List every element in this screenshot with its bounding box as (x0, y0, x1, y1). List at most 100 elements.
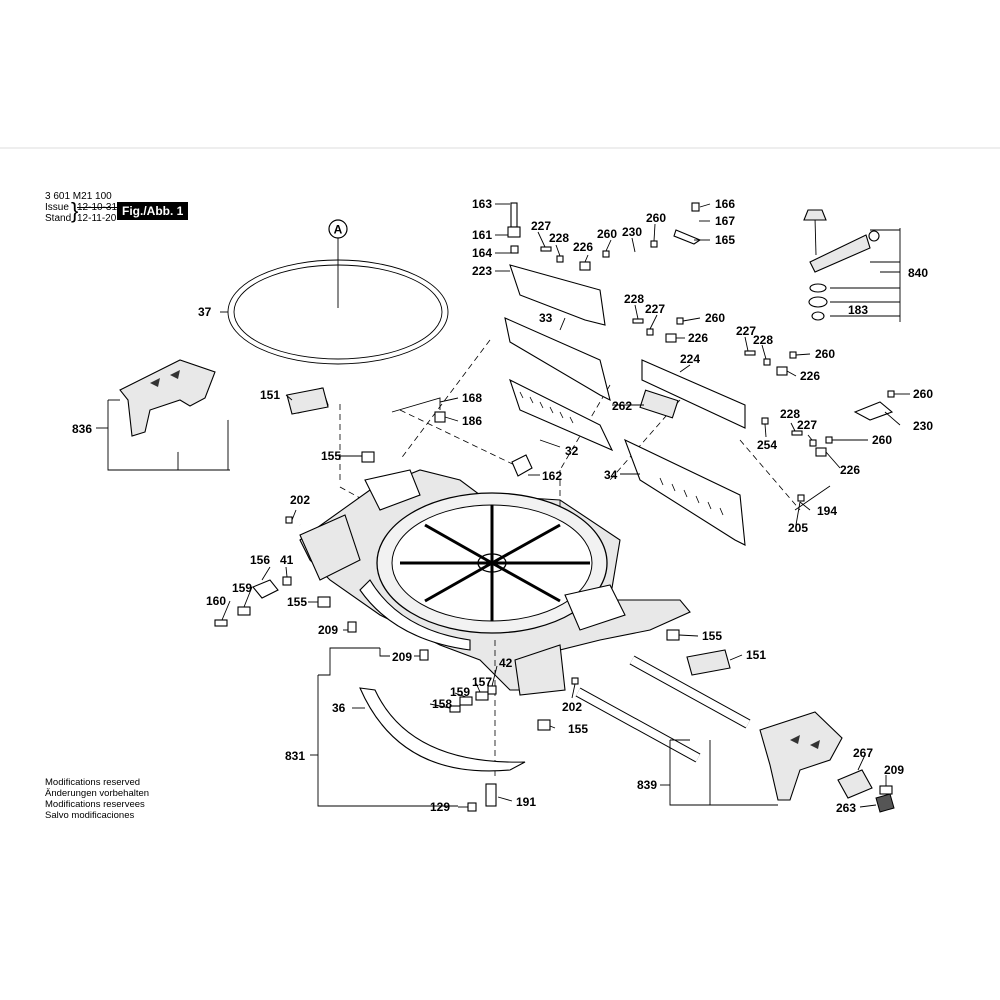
part-callout: 163 (472, 197, 492, 211)
clamp-pad (868, 230, 880, 242)
part-callout: 840 (908, 266, 928, 280)
document-number: 3 601 M21 100 (45, 191, 112, 202)
part-callout: 230 (622, 225, 642, 239)
part-callout: 191 (516, 795, 536, 809)
part-callout: 224 (680, 352, 700, 366)
part-callout: 205 (788, 521, 808, 535)
plate-151-left (286, 387, 329, 415)
part-callout: 161 (472, 228, 492, 242)
rod-right-upper-fill (630, 656, 750, 728)
part-callout: 227 (736, 324, 756, 338)
part-callout: 36 (332, 701, 346, 715)
right-base-block (564, 584, 626, 631)
part-callout: 223 (472, 264, 492, 278)
dash-line (739, 439, 801, 511)
part-callout: 228 (780, 407, 800, 421)
part-callout: 260 (872, 433, 892, 447)
part-callout: 260 (705, 311, 725, 325)
bracket-glyph: } (71, 198, 79, 223)
plate-262 (639, 389, 679, 419)
part-callout: 32 (565, 444, 579, 458)
part-callout: 228 (549, 231, 569, 245)
dash-line (399, 409, 526, 471)
arrow-mark (170, 370, 180, 379)
left-base-block (364, 469, 421, 511)
fence-32 (509, 378, 614, 452)
part-callout: 155 (321, 449, 341, 463)
arrow-mark (810, 740, 820, 749)
rod-840 (814, 217, 817, 256)
part-callout: 209 (392, 650, 412, 664)
part-callout: 227 (797, 418, 817, 432)
arrow-mark (790, 735, 800, 744)
part-callout: 226 (800, 369, 820, 383)
rod-right-lower-fill (576, 688, 700, 762)
part-callout: 260 (597, 227, 617, 241)
part-callout: 42 (499, 656, 513, 670)
allen-key-168 (391, 397, 441, 413)
part-callout: 228 (624, 292, 644, 306)
rod-lower-fill (175, 448, 303, 529)
knob-263 (875, 793, 895, 813)
part-callout: 194 (817, 504, 837, 518)
part-callout: 151 (260, 388, 280, 402)
dash-line (399, 339, 491, 461)
dash-line (559, 384, 611, 471)
part-callout: 254 (757, 438, 777, 452)
guard-36 (359, 687, 526, 772)
stand-label: Stand (45, 213, 72, 224)
fence-32-scale (519, 391, 574, 424)
front-lock (514, 644, 566, 696)
part-callout: 34 (604, 468, 618, 482)
part-callout: 158 (432, 697, 452, 711)
part-callout: 160 (206, 594, 226, 608)
part-callout: 263 (836, 801, 856, 815)
part-callout: 168 (462, 391, 482, 405)
miter-scale (359, 579, 471, 651)
part-callout: 183 (848, 303, 868, 317)
part-callout: 166 (715, 197, 735, 211)
part-callout: 155 (568, 722, 588, 736)
bolt-194 (794, 485, 831, 511)
washer (811, 311, 825, 321)
modifications-notes: Modifications reserved Änderungen vorbeh… (45, 777, 149, 821)
part-callout: 155 (702, 629, 722, 643)
fence-223 (509, 264, 606, 326)
clamp-arm-840 (809, 234, 871, 273)
part-callout: 228 (753, 333, 773, 347)
turntable-spokes (400, 505, 590, 621)
part-callout: 159 (450, 685, 470, 699)
part-callout: 155 (287, 595, 307, 609)
issue-label: Issue (45, 202, 69, 213)
knob-156 (252, 579, 279, 599)
part-callout: 202 (290, 493, 310, 507)
part-callout: 157 (472, 675, 492, 689)
fence-33 (504, 317, 611, 402)
detail-a-circle (328, 219, 348, 239)
leader-lines (220, 203, 910, 808)
part-callout: 151 (746, 648, 766, 662)
part-callout: 836 (72, 422, 92, 436)
dash-line (609, 399, 681, 481)
part-callout: 260 (646, 211, 666, 225)
part-callout: 260 (815, 347, 835, 361)
part-callout: 209 (884, 763, 904, 777)
plate-267 (837, 769, 873, 799)
part-callout: 260 (913, 387, 933, 401)
rod-upper-fill (225, 416, 343, 491)
part-callout: 33 (539, 311, 553, 325)
part-callout: 167 (715, 214, 735, 228)
part-callout: 129 (430, 800, 450, 814)
washer (809, 283, 827, 293)
note-line: Modifications reservees (45, 799, 145, 810)
part-callout: 839 (637, 778, 657, 792)
left-extension-table (119, 359, 216, 437)
part-callout: 227 (645, 302, 665, 316)
note-line: Modifications reserved (45, 777, 141, 788)
part-callout: 159 (232, 581, 252, 595)
plate-151-right (686, 649, 731, 676)
washer (808, 296, 828, 308)
part-callout: 186 (462, 414, 482, 428)
